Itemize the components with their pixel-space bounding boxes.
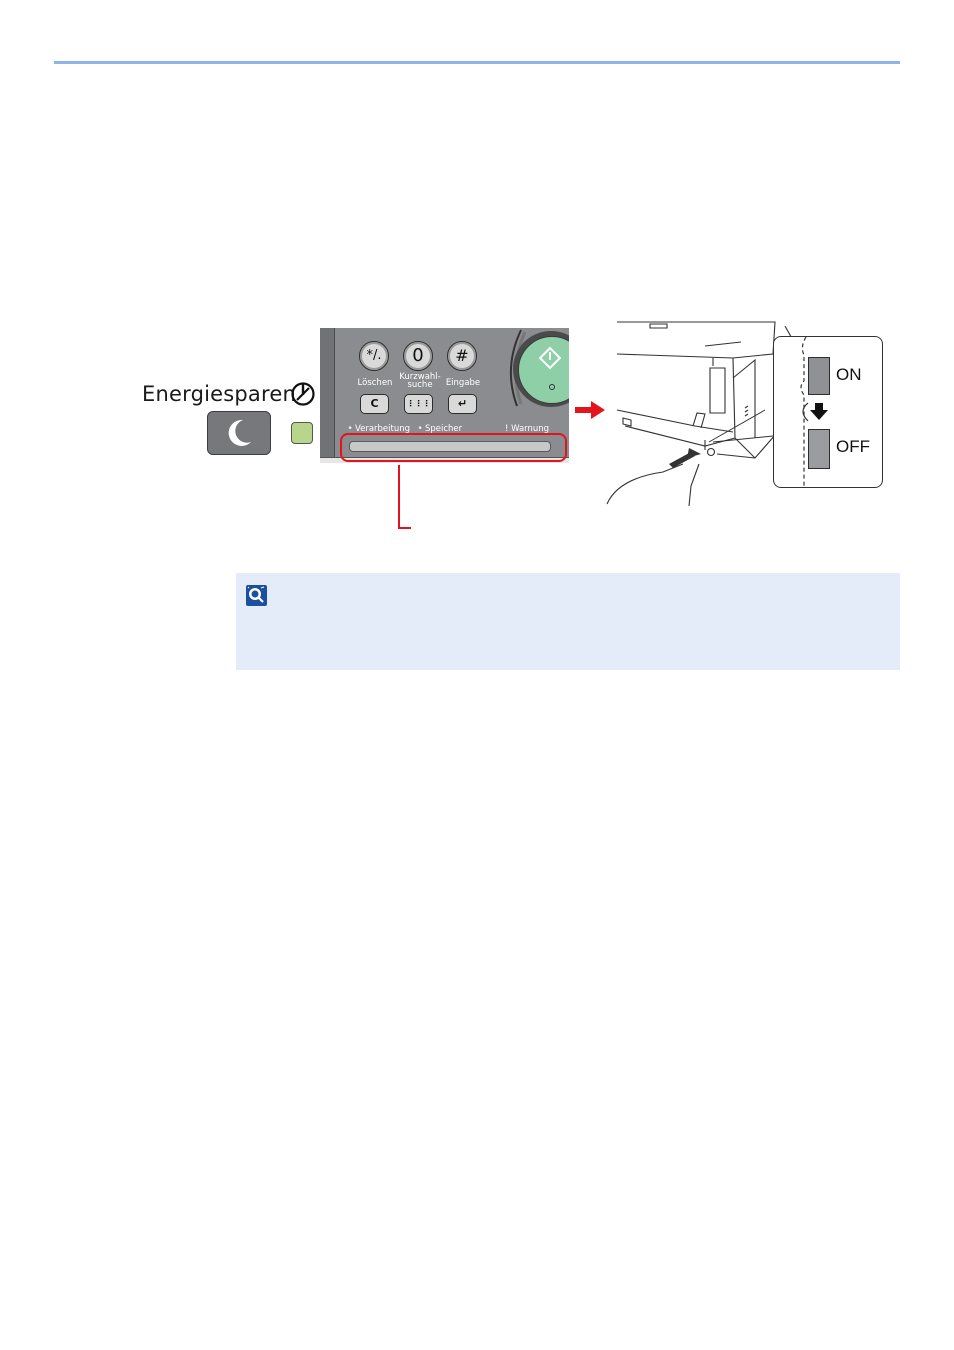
- header-rule: [54, 61, 900, 64]
- enter-key[interactable]: ↵: [448, 394, 477, 414]
- star-key[interactable]: */.: [359, 341, 389, 371]
- clear-key[interactable]: C: [360, 394, 389, 414]
- callout-line-horizontal: [398, 527, 411, 529]
- energy-saver-button[interactable]: [207, 411, 271, 455]
- start-icon: [538, 346, 562, 390]
- power-icon: [291, 382, 315, 406]
- enter-label: Eingabe: [445, 378, 481, 388]
- switch-off-label: OFF: [836, 437, 870, 456]
- quick-dial-key[interactable]: ⋮⋮⋮: [404, 394, 433, 414]
- quick-dial-label-1: Kurzwahl-: [399, 372, 441, 382]
- note-box: [236, 573, 900, 670]
- switch-on-button: [808, 357, 830, 395]
- note-icon: [246, 585, 267, 606]
- quick-dial-label-2: suche: [407, 380, 433, 390]
- down-arrow-icon: [810, 403, 828, 420]
- main-power-switch-detail: ON OFF: [773, 336, 883, 488]
- moon-icon: [228, 419, 251, 446]
- panel-slot: [320, 328, 335, 457]
- zero-key[interactable]: 0: [403, 341, 433, 371]
- switch-off-button: [808, 429, 830, 469]
- clear-label: Löschen: [357, 378, 393, 388]
- switch-on-label: ON: [836, 365, 862, 384]
- warning-indicator: ! Warnung: [505, 424, 550, 434]
- red-arrow-icon: [575, 401, 605, 419]
- memory-indicator: ⁍ Speicher: [418, 424, 463, 434]
- energy-saver-label: Energiesparen: [142, 382, 296, 406]
- callout-line-vertical: [398, 465, 400, 529]
- hash-key[interactable]: #: [447, 341, 477, 371]
- indicator-highlight: [340, 433, 567, 462]
- switch-outline: [800, 337, 809, 487]
- processing-indicator: ⁍ Verarbeitung: [348, 424, 411, 434]
- operation-panel: */. 0 # Löschen Kurzwahl- suche Eingabe …: [320, 328, 569, 457]
- start-button[interactable]: [518, 336, 569, 404]
- energy-saver-led: [291, 422, 313, 444]
- indicator-lamp: [349, 441, 551, 452]
